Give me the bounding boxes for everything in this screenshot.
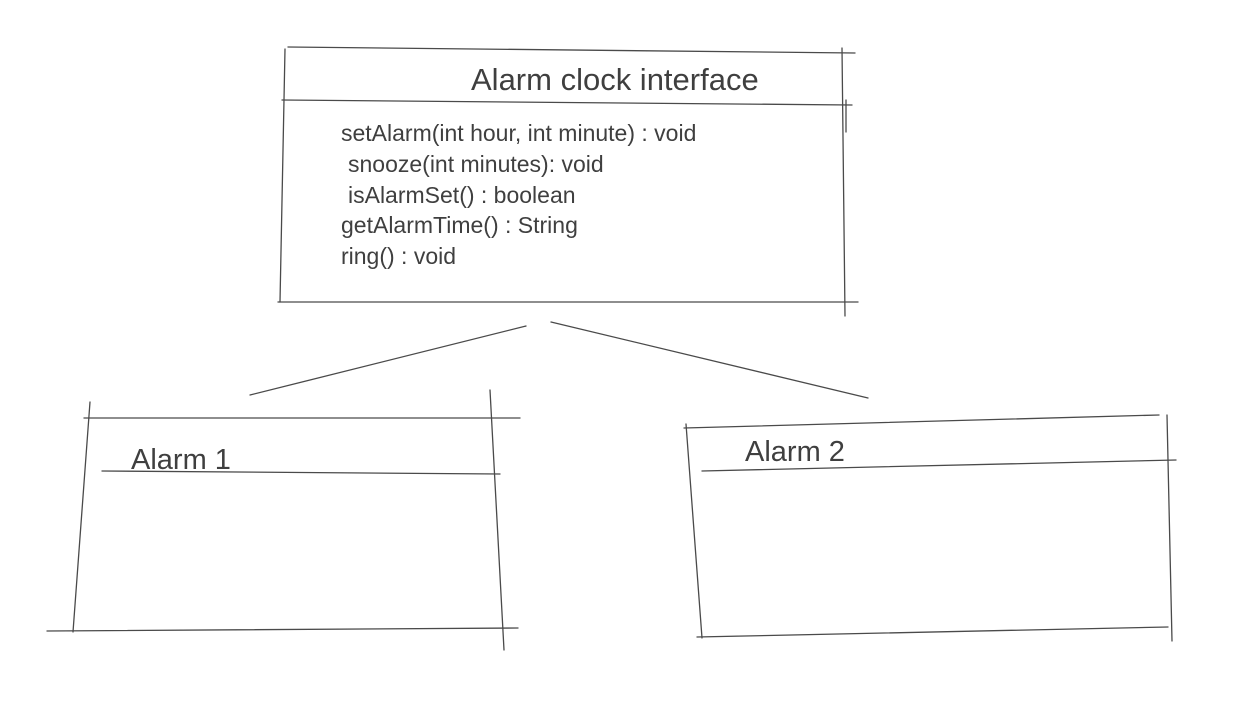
alarm-1-box-right-edge — [489, 389, 505, 651]
interface-box-top-edge — [287, 46, 856, 54]
interface-box-right-edge — [841, 47, 846, 317]
alarm-2-title-divider — [701, 459, 1177, 472]
interface-box-left-edge — [279, 48, 286, 303]
method-is-alarm-set: isAlarmSet() : boolean — [348, 182, 576, 208]
interface-title: Alarm clock interface — [471, 62, 759, 97]
alarm-2-box — [683, 414, 1177, 642]
connector-line-alarm-2 — [550, 321, 869, 399]
alarm-1-title: Alarm 1 — [131, 444, 231, 476]
method-ring: ring() : void — [341, 243, 457, 269]
method-set-alarm: setAlarm(int hour, int minute) : void — [341, 120, 697, 146]
alarm-2-box-bottom-edge — [696, 626, 1169, 638]
alarm-2-box-top-edge — [683, 414, 1160, 429]
alarm-1-title-divider — [101, 470, 501, 475]
alarm-2-box-right-edge — [1166, 414, 1173, 642]
alarm-1-box-bottom-edge — [46, 627, 519, 632]
method-snooze: snooze(int minutes): void — [348, 151, 604, 177]
alarm-1-box-left-edge — [72, 401, 91, 633]
alarm-2-box-left-edge — [685, 423, 703, 639]
connector-line-alarm-1 — [249, 325, 527, 396]
method-get-alarm-time: getAlarmTime() : String — [341, 212, 578, 238]
alarm-1-box — [46, 389, 521, 651]
interface-box — [277, 46, 859, 317]
interface-title-divider — [281, 99, 853, 106]
alarm-2-title: Alarm 2 — [745, 436, 845, 468]
